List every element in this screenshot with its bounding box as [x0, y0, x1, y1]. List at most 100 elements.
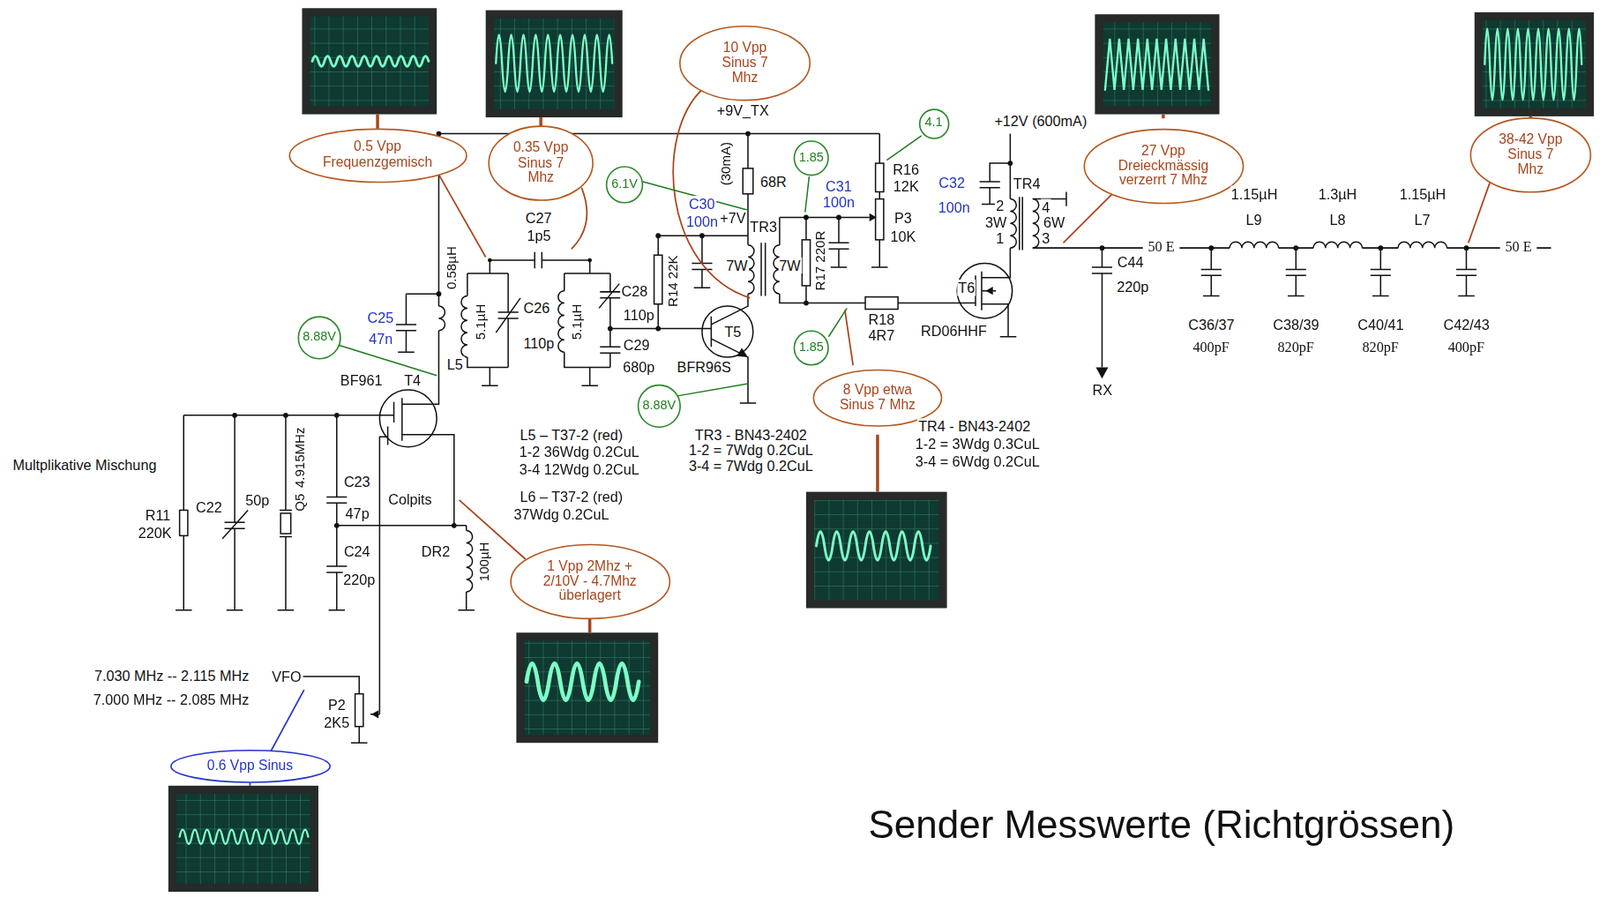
callout-outline	[606, 166, 643, 203]
component-label: R14 22K	[665, 254, 681, 308]
component-label: 100µH	[477, 540, 493, 583]
callout-outline	[510, 544, 670, 619]
callout-text: 1 Vpp 2Mhz + 2/10V - 4.7Mhz überlagert	[538, 559, 642, 605]
component-label: C31	[824, 178, 853, 195]
oscilloscope-photo	[310, 16, 429, 107]
oscilloscope-photo	[495, 34, 613, 92]
voltage-leader	[677, 383, 748, 397]
measurement-callout: 10 Vpp Sinus 7 Mhz	[678, 25, 811, 102]
oscilloscope-photo	[816, 531, 932, 561]
junction-dot	[1099, 245, 1106, 251]
wire	[336, 525, 467, 531]
component-label: 1.15µH	[1230, 186, 1279, 203]
junction-dot	[1208, 245, 1214, 251]
component-label: 50 E	[1146, 239, 1175, 256]
callout-outline	[298, 316, 341, 359]
wire	[778, 216, 781, 245]
voltage-circle: 8.88V	[298, 316, 342, 360]
wire	[1032, 191, 1144, 248]
wire	[467, 260, 509, 296]
component-label: 820pF	[1360, 339, 1400, 357]
junction-dot	[334, 412, 340, 419]
component-label: 4R7	[867, 327, 896, 344]
oscilloscope-photo	[168, 785, 319, 892]
component-label: C23	[343, 473, 372, 491]
callout-text: 8.88V	[302, 330, 337, 345]
component-label: C36/37	[1187, 316, 1236, 334]
component-label: 3W	[984, 214, 1009, 232]
component-label: TR3	[748, 218, 778, 236]
component-label: 100n	[937, 199, 972, 217]
junction-dot	[745, 131, 751, 137]
component-label: TR3 - BN43-2402	[694, 426, 808, 444]
wire	[175, 134, 1552, 744]
oscilloscope-photo	[515, 632, 658, 743]
component-label: C27	[524, 209, 554, 227]
wire	[457, 591, 475, 611]
component-label: 3	[1040, 230, 1051, 247]
wire	[598, 273, 621, 367]
component-label: 1-2 = 3Wdg 0.3CuL	[914, 435, 1041, 453]
junction-dot	[451, 523, 457, 529]
measurement-callout: 27 Vpp Dreieckmässig verzerrt 7 Mhz	[1082, 128, 1245, 205]
junction-dot	[371, 710, 379, 718]
component-label: DR2	[420, 542, 452, 560]
callout-outline	[793, 141, 829, 176]
callout-text: 8.88V	[642, 399, 676, 414]
callout-text: 1.85	[799, 151, 824, 166]
oscilloscope-photo	[179, 829, 309, 845]
component-label: 100n	[685, 213, 719, 231]
callout-outline	[170, 750, 329, 783]
callout-outline	[488, 126, 593, 201]
callout-text: 8 Vpp etwa Sinus 7 Mhz	[837, 382, 918, 413]
callout-text: 0.5 Vpp Frequenzgemisch	[320, 140, 435, 171]
callout-outline	[1084, 129, 1243, 204]
wire	[1032, 199, 1040, 249]
callout-text: 6.1V	[611, 178, 638, 193]
wire	[564, 351, 611, 386]
voltage-leader	[886, 135, 921, 161]
callout-text: 27 Vpp Dreieckmässig verzerrt 7 Mhz	[1112, 143, 1215, 189]
component-label: (30mA)	[718, 140, 734, 187]
component-label: 220K	[137, 524, 173, 542]
leader-line	[1161, 114, 1165, 120]
callout-text: 38-42 Vpp Sinus 7 Mhz	[1495, 133, 1566, 179]
callout-text: 0.6 Vpp Sinus	[199, 758, 302, 774]
component-label: C38/39	[1271, 316, 1321, 334]
component-label: R16	[891, 161, 920, 179]
component-label: 6W	[1042, 214, 1067, 232]
component-label: R11	[144, 507, 172, 524]
wire	[761, 242, 766, 296]
leader-line	[538, 117, 542, 127]
measurement-callout: 1 Vpp 2Mhz + 2/10V - 4.7Mhz überlagert	[508, 544, 672, 621]
voltage-circle: 1.85	[793, 330, 829, 366]
junction-dot	[869, 213, 877, 222]
wire	[801, 239, 810, 286]
callout-outline	[638, 385, 681, 428]
component-label: 400pF	[1446, 339, 1486, 357]
wire	[1179, 246, 1551, 249]
component-label: T6	[957, 279, 976, 297]
component-label: 1	[994, 230, 1005, 247]
measurement-callout: 0.5 Vpp Frequenzgemisch	[287, 127, 469, 182]
component-label: 820pF	[1276, 339, 1316, 357]
oscilloscope-photo	[301, 7, 437, 114]
component-label: 10K	[889, 228, 917, 246]
junction-dot	[803, 300, 809, 307]
component-label: 47n	[367, 330, 394, 348]
leader-line	[588, 618, 591, 633]
callout-text: 1.85	[799, 341, 824, 356]
callout-text: 0.5 Vpp Frequenzgemisch	[320, 140, 435, 171]
component-label: T4	[403, 372, 422, 389]
component-label: C25	[366, 309, 395, 327]
wire	[875, 199, 884, 240]
component-label: L5	[446, 356, 464, 374]
component-label: +7V	[718, 209, 748, 227]
wire	[1370, 247, 1391, 296]
callout-text: 4.1	[924, 116, 943, 131]
callout-outline	[289, 128, 467, 182]
leader-line	[571, 187, 588, 249]
component-label: L7	[1413, 210, 1431, 228]
wire	[1091, 247, 1113, 367]
component-label: BFR96S	[675, 358, 733, 376]
